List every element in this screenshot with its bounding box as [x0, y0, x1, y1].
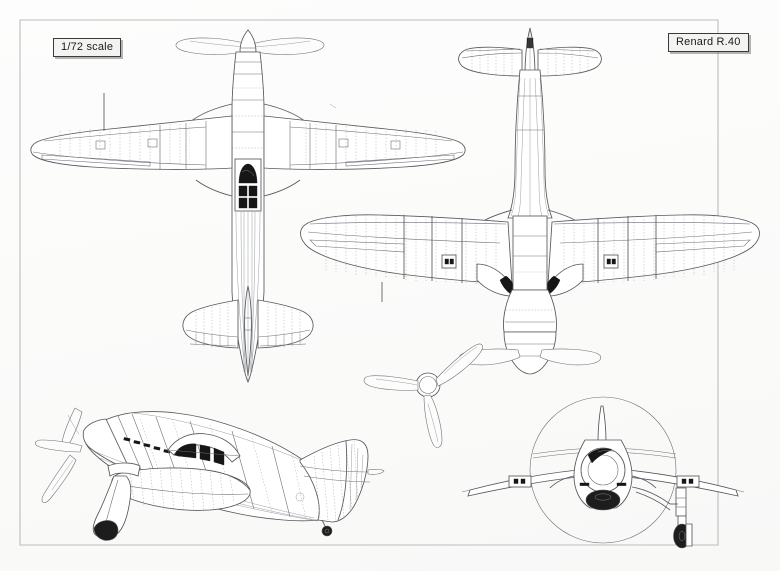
bottom-nose	[458, 331, 602, 375]
side-fin-rudder	[299, 439, 385, 523]
top-fin	[244, 285, 252, 377]
front-wings	[461, 469, 745, 497]
bottom-rear-fuselage	[507, 69, 553, 219]
side-canopy	[167, 433, 241, 466]
front-view	[461, 396, 745, 549]
scale-label: 1/72 scale	[53, 38, 122, 58]
top-fuselage	[231, 51, 265, 383]
top-tailplane	[182, 299, 314, 349]
bottom-plan-view	[300, 27, 760, 375]
bottom-gun-panel-left	[441, 254, 457, 269]
side-tailwheel	[321, 519, 333, 537]
propeller-detail	[363, 343, 483, 448]
top-canopy	[234, 158, 262, 212]
top-spinner	[239, 29, 257, 53]
top-plan-view	[30, 29, 466, 383]
side-profile-view	[35, 407, 385, 541]
front-gun-panel-left	[508, 475, 532, 488]
sheet-border-frame	[19, 19, 719, 546]
front-fuselage	[549, 439, 657, 511]
side-propeller	[35, 407, 83, 503]
bottom-wing-right	[547, 214, 760, 285]
drawing-title-label: Renard R.40	[668, 33, 749, 53]
top-wing-left	[30, 93, 233, 170]
bottom-wing-left	[300, 214, 513, 302]
bottom-tailplane	[458, 46, 602, 77]
top-wing-right	[263, 103, 466, 170]
bottom-wheel-wells	[476, 215, 584, 333]
bottom-gun-panel-right	[603, 254, 619, 269]
front-gun-panel-right	[676, 475, 700, 488]
side-landing-gear	[92, 462, 141, 541]
bottom-fin	[524, 27, 536, 77]
front-landing-gear	[631, 486, 693, 549]
